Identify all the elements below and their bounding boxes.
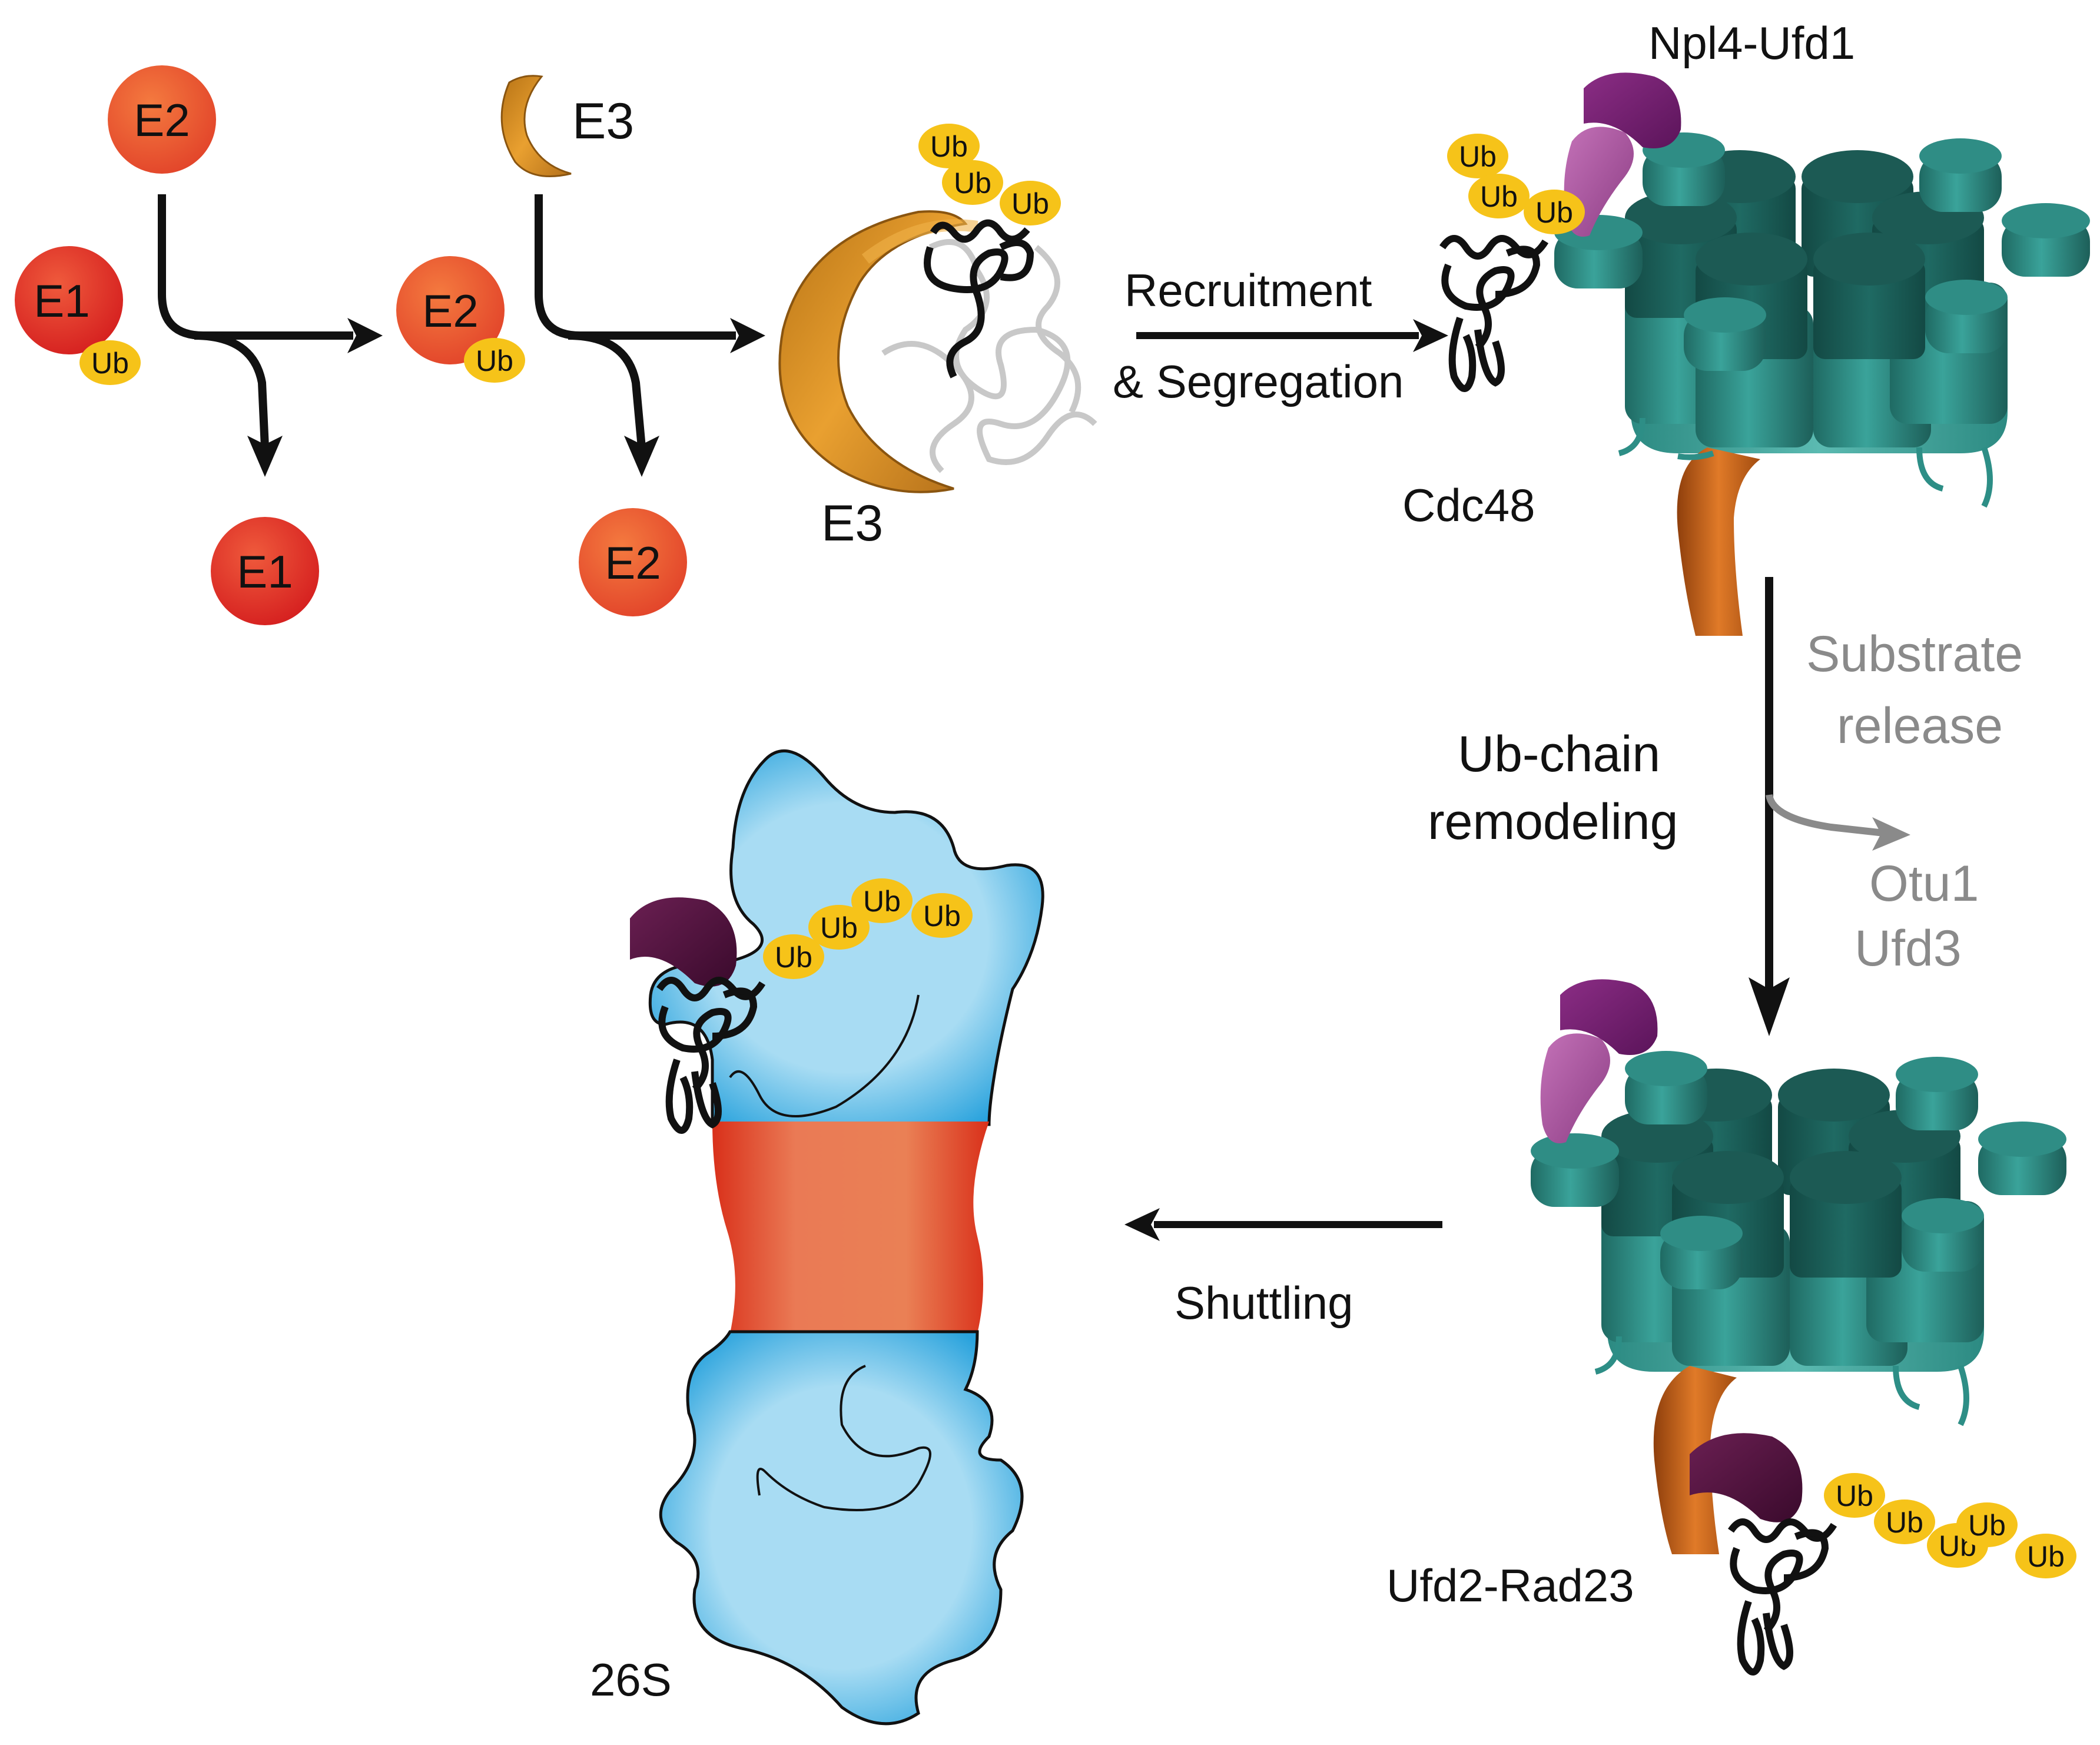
e1-top-circle — [15, 246, 123, 354]
otu1-label: Otu1 — [1869, 855, 1979, 912]
e3-small-label: E3 — [572, 93, 634, 150]
e2-bottom-label: E2 — [605, 537, 661, 589]
proteasome-26s: Ub Ub Ub Ub 26S — [590, 749, 1044, 1726]
e2-bottom-circle — [579, 508, 687, 616]
e3-large-crescent — [778, 210, 968, 493]
segregation-label: & Segregation — [1113, 356, 1404, 407]
ufd3-label: Ufd3 — [1854, 920, 1962, 977]
rad23-on-proteasome — [630, 897, 737, 987]
arrow-e2-release — [568, 331, 646, 448]
grey-unfolded-substrate — [881, 239, 1097, 473]
ub-chain-remodeling-line2: remodeling — [1428, 794, 1678, 850]
ufd2-rad23-label: Ufd2-Rad23 — [1386, 1560, 1634, 1611]
e2-top-circle — [108, 65, 216, 174]
cdc48-complex-bottom: Ub Ub Ub Ub Ub Ufd2-Rad23 — [1386, 979, 2076, 1676]
arrow-e3-transfer — [535, 194, 736, 340]
e3-small-crescent — [500, 75, 572, 177]
cdc48-ub-2: Ub — [1480, 180, 1518, 213]
folded-substrate-cdc48 — [1439, 235, 1549, 392]
remodeling-step: Substrate release Ub-chain remodeling Ot… — [1428, 577, 2023, 1036]
recruitment-label: Recruitment — [1124, 264, 1372, 316]
ufd2-ub-5: Ub — [2027, 1540, 2065, 1573]
substrate-tail-top — [1677, 447, 1760, 636]
ufd2-ub-1: Ub — [1836, 1479, 1873, 1512]
e1-e2-cascade: E2 E1 Ub E1 E2 Ub E2 — [15, 65, 687, 625]
e2-mid-circle — [396, 256, 505, 364]
e2-top-label: E2 — [134, 94, 190, 146]
proteasome-core — [712, 1122, 989, 1333]
cdc48-ub-1: Ub — [1459, 140, 1497, 173]
release-arrow — [1766, 794, 1885, 837]
proteasome-ub-3: Ub — [863, 885, 901, 918]
ub-on-e2: Ub — [476, 344, 513, 377]
e1-bottom-circle — [211, 517, 319, 625]
cdc48-ub-3: Ub — [1535, 196, 1573, 229]
e2-mid-label: E2 — [422, 285, 478, 337]
proteasome-ub-1: Ub — [775, 941, 812, 974]
proteasome-26s-label: 26S — [590, 1654, 672, 1706]
proteasome-bottom-cap — [659, 1330, 1024, 1726]
cdc48-complex-top: Npl4-Ufd1 — [1402, 17, 2090, 636]
e3-ub-3: Ub — [1011, 187, 1049, 220]
e1-bottom-label: E1 — [237, 546, 293, 598]
npl4-bottom — [1560, 979, 1658, 1055]
proteasome-ub-2: Ub — [820, 911, 858, 944]
ub-chain-remodeling-line1: Ub-chain — [1458, 726, 1660, 782]
cdc48-label: Cdc48 — [1402, 479, 1535, 531]
shuttling-label: Shuttling — [1175, 1277, 1353, 1329]
ub-on-e1: Ub — [91, 347, 129, 380]
folded-substrate-ufd2 — [1728, 1518, 1837, 1676]
e3-large-label: E3 — [821, 495, 883, 552]
folded-substrate-e3 — [924, 219, 1034, 379]
e3-ub-1: Ub — [930, 130, 968, 163]
e1-top-label: E1 — [34, 275, 89, 327]
substrate-release-line1: Substrate — [1806, 626, 2023, 682]
e3-cascade: E3 E3 Ub Ub Ub — [500, 75, 1097, 552]
folded-substrate-proteasome — [656, 977, 766, 1134]
ufd1-bottom — [1540, 1033, 1610, 1143]
ufd2-ub-4: Ub — [1968, 1509, 2006, 1542]
ufd2-ub-2: Ub — [1886, 1506, 1923, 1539]
arrow-e1-release — [194, 331, 269, 448]
proteasome-ub-4: Ub — [923, 900, 961, 933]
substrate-release-line2: release — [1837, 698, 2003, 754]
arrow-e2-transfer — [158, 194, 353, 340]
recruitment-step: Recruitment & Segregation — [1113, 264, 1448, 407]
shuttling-step: Shuttling — [1124, 1208, 1442, 1329]
ufd2 — [1690, 1433, 1803, 1522]
npl4-ufd1-label: Npl4-Ufd1 — [1648, 17, 1855, 69]
npl4-top — [1584, 72, 1681, 148]
e3-ub-2: Ub — [954, 167, 991, 200]
